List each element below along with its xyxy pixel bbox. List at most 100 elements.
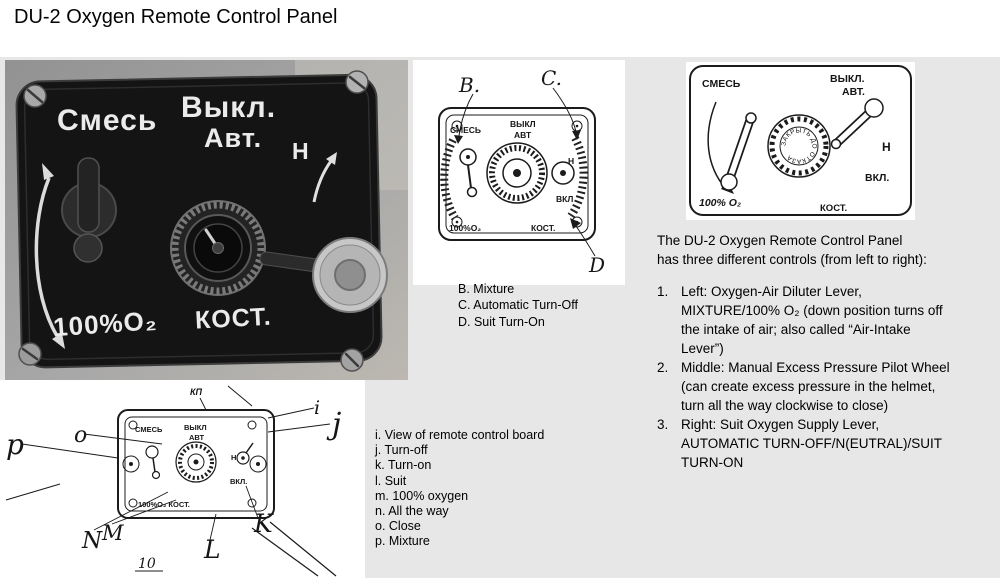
callout-fig-number: 10 [138, 556, 156, 572]
bcd-label-auto: АВТ [514, 130, 532, 140]
schematic-suit-lever [830, 98, 884, 150]
callout-k: K [253, 509, 274, 538]
board-label-neutral: Н [231, 453, 236, 462]
list-item-text: Left: Oxygen-Air Diluter Lever, MIXTURE/… [681, 284, 943, 356]
panel-photo-svg: Смесь Выкл. Авт. Н 100%O₂ КОСТ. [5, 60, 408, 380]
list-item: 2. Middle: Manual Excess Pressure Pilot … [657, 358, 950, 415]
board-label-mixture: СМЕСЬ [135, 425, 163, 434]
board-screws [122, 420, 267, 508]
controls-list: 1. Left: Oxygen-Air Diluter Lever, MIXTU… [657, 282, 950, 472]
board-panel-outline [117, 409, 275, 519]
schematic-label-oxygen: 100% О₂ [699, 197, 741, 209]
board-caption-line: k. Turn-on [375, 458, 432, 473]
board-screw-centers [129, 462, 260, 466]
callout-l: L [203, 535, 221, 564]
bcd-caption: B. Mixture C. Automatic Turn-Off D. Suit… [458, 281, 578, 330]
callout-n: N [81, 528, 103, 554]
list-item-number: 1. [657, 284, 669, 299]
board-drawing: СМЕСЬ ВЫКЛ АВТ Н ВКЛ. 100%О₂ КОСТ. [0, 380, 365, 578]
list-item-text: Middle: Manual Excess Pressure Pilot Whe… [681, 360, 950, 413]
list-item: 3. Right: Suit Oxygen Supply Lever, AUTO… [657, 415, 950, 472]
schematic-label-off: ВЫКЛ. [830, 73, 865, 85]
board-caption-line: m. 100% oxygen [375, 488, 469, 503]
list-item: 1. Left: Oxygen-Air Diluter Lever, MIXTU… [657, 282, 950, 358]
board-right-lever [236, 442, 254, 465]
photo-label-neutral: Н [292, 138, 310, 164]
bcd-left-slot-band [440, 138, 459, 221]
bcd-screw-centers [455, 124, 579, 224]
pressure-wheel [170, 200, 266, 296]
panel-drawing-schematic-svg: ЗАКРЫТЬ ДО ОТКАЗА СМЕСЬ ВЫКЛ. АВТ. Н ВКЛ… [686, 62, 915, 220]
panel-drawing-bcd-svg: B. C. D СМЕСЬ ВЫКЛ АВТ Н ВКЛ 100%О₂ КОСТ… [413, 60, 625, 285]
bcd-label-neutral: Н [568, 156, 574, 166]
schematic-pressure-wheel [767, 114, 831, 178]
bcd-label-mixture: СМЕСЬ [450, 125, 481, 135]
callout-c: C. [541, 66, 562, 90]
schematic-label-mixture: СМЕСЬ [702, 78, 741, 90]
screw-slots [21, 75, 366, 368]
bcd-left-lever [459, 148, 478, 198]
suit-supply-lever [259, 237, 388, 313]
schematic-label-on: ВКЛ. [865, 172, 889, 184]
photo-label-auto: Авт. [204, 123, 262, 153]
callout-p: p [6, 428, 24, 461]
bcd-caption-line: B. Mixture [458, 282, 515, 296]
board-center-wheel [175, 441, 217, 483]
page-title: DU-2 Oxygen Remote Control Panel [14, 6, 338, 28]
board-label-on: ВКЛ. [230, 477, 247, 486]
photo-label-mixture: Смесь [57, 104, 157, 137]
bcd-label-off: ВЫКЛ [510, 119, 536, 129]
list-item-text: Right: Suit Oxygen Supply Lever, AUTOMAT… [681, 417, 942, 470]
board-caption-line: p. Mixture [375, 534, 430, 549]
schematic-panel-outline [689, 65, 912, 216]
board-caption-line: n. All the way [375, 504, 449, 519]
board-left-lever [145, 445, 161, 480]
board-caption: i. View of remote control board j. Turn-… [375, 428, 544, 550]
schematic-label-neutral: Н [882, 140, 891, 154]
photo-bottom-left-label: 100%O₂ [52, 305, 158, 342]
board-caption-line: j. Turn-off [375, 443, 428, 458]
bcd-caption-line: C. Automatic Turn-Off [458, 298, 578, 313]
schematic-label-suit: КОСТ. [820, 203, 847, 214]
callout-d: D [588, 253, 605, 277]
bcd-leader-arrowheads [454, 130, 581, 229]
suit-lever-arrow [312, 152, 337, 203]
bcd-callout-leaders [458, 87, 596, 257]
board-drawing-svg: СМЕСЬ ВЫКЛ АВТ Н ВКЛ. 100%О₂ КОСТ. [0, 380, 365, 578]
description-block: The DU-2 Oxygen Remote Control Panel has… [657, 231, 950, 472]
schematic-diluter-lever [720, 112, 757, 191]
callout-i: i [314, 397, 320, 419]
bcd-label-on: ВКЛ [556, 194, 573, 204]
board-caption-line: l. Suit [375, 473, 407, 488]
board-sketch-lines [5, 385, 337, 577]
board-label-auto: АВТ [189, 433, 205, 442]
board-caption-line: o. Close [375, 519, 421, 534]
diluter-lever [61, 157, 117, 263]
diluter-travel-arrow [34, 163, 65, 349]
board-caption-line: i. View of remote control board [375, 428, 545, 442]
list-item-number: 2. [657, 360, 669, 375]
bcd-center-wheel [486, 142, 548, 204]
callout-o: o [74, 423, 87, 448]
schematic-label-auto: АВТ. [842, 86, 865, 98]
callout-kp: КП [190, 387, 203, 397]
description-intro-line2: has three different controls (from left … [657, 252, 927, 267]
description-intro-line1: The DU-2 Oxygen Remote Control Panel [657, 233, 903, 248]
callout-m: M [101, 521, 124, 545]
bcd-label-oxygen: 100%О₂ [449, 223, 481, 233]
callout-b: B. [458, 73, 480, 97]
bcd-caption-line: D. Suit Turn-On [458, 314, 545, 329]
board-leader-lines [21, 397, 331, 541]
photo-label-off: Выкл. [181, 91, 276, 124]
bcd-label-suit: КОСТ. [531, 223, 555, 233]
board-label-off: ВЫКЛ [184, 423, 207, 432]
bcd-right-lever [551, 161, 575, 185]
board-background [0, 380, 365, 578]
photo-label-oxygen: 100%O₂ [52, 305, 158, 342]
photo-label-suit: КОСТ. [194, 303, 272, 335]
list-item-number: 3. [657, 417, 669, 432]
panel-drawing-bcd: B. C. D СМЕСЬ ВЫКЛ АВТ Н ВКЛ 100%О₂ КОСТ… [413, 60, 625, 285]
panel-photo: Смесь Выкл. Авт. Н 100%O₂ КОСТ. [5, 60, 408, 380]
title-strip [0, 0, 1000, 57]
